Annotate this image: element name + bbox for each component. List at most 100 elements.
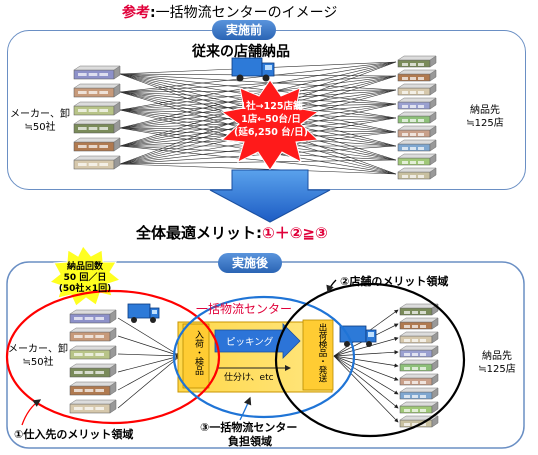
inbound-line (117, 335, 181, 357)
region3-ellipse (172, 295, 356, 419)
after-store-building (399, 401, 439, 414)
badge-line-1: 納品回数 (66, 262, 103, 272)
title-main: 一括物流センターのイメージ (155, 5, 338, 21)
badge-line-2: 50 回／日 (63, 273, 107, 283)
region3-label-2: 負担領域 (228, 435, 272, 448)
title-separator: : (150, 5, 156, 21)
mesh-line (119, 75, 397, 111)
region1-label: ①仕入先のメリット領域 (14, 428, 134, 441)
burst-line-1: 1社→125店舗 (239, 101, 303, 112)
after-supplier-label-2: ≒50社 (22, 357, 54, 368)
after-inbound-truck-icon (127, 303, 160, 323)
after-supplier-building (69, 363, 117, 378)
inbound-label: 入荷・検品 (193, 330, 203, 375)
outbound-line (333, 355, 399, 423)
burst-line-2: 1店←50台/日 (241, 114, 301, 125)
after-store-label-1: 納品先 (482, 351, 512, 362)
before-supplier-building (73, 65, 121, 80)
mesh-line (119, 159, 397, 165)
page-title: 参考:一括物流センターのイメージ (122, 2, 337, 22)
after-store-building (399, 359, 439, 372)
mesh-line (119, 73, 397, 105)
after-store-label: 納品先 ≒125店 (470, 350, 524, 376)
before-supplier-buildings (73, 65, 121, 170)
before-store-building (397, 55, 437, 68)
region2-ellipse (274, 282, 466, 438)
before-burst-text: 1社→125店舗 1店←50台/日 (延6,250 台/日) (226, 100, 316, 139)
after-supplier-building (69, 381, 117, 396)
outbound-line (333, 355, 399, 395)
after-outbound-lines (333, 309, 399, 423)
mesh-line (119, 145, 397, 165)
inbound-line (117, 354, 181, 373)
mesh-line (119, 145, 397, 161)
before-heading: 従来の店舗納品 (192, 44, 290, 60)
big-down-arrow (209, 169, 331, 223)
after-store-building (399, 373, 439, 386)
region1-pointer (21, 399, 42, 426)
before-store-building (397, 125, 437, 138)
inbound-line (117, 355, 181, 409)
before-supplier-building (73, 155, 121, 170)
outbound-label: 出荷検品・発送 (317, 323, 327, 383)
merit-text: 全体最適メリット: (136, 224, 262, 242)
before-supplier-building (73, 101, 121, 116)
outbound-line (333, 355, 399, 409)
after-store-label-2: ≒125店 (478, 364, 516, 375)
region2-label: ②店舗のメリット領域 (340, 275, 449, 288)
after-store-building (399, 331, 439, 344)
burst-line-3: (延6,250 台/日) (233, 127, 308, 138)
after-tab: 実施後 (218, 253, 282, 273)
before-supplier-building (73, 83, 121, 98)
before-store-label: 納品先 ≒125店 (455, 104, 515, 130)
mesh-line (119, 61, 397, 93)
region3-pointer (239, 396, 252, 421)
picking-label: ピッキング (226, 337, 274, 348)
before-supplier-building (73, 119, 121, 134)
inbound-column (182, 323, 210, 389)
before-store-label-2: ≒125店 (466, 118, 504, 129)
before-truck-icon (231, 57, 275, 82)
mesh-line (119, 163, 397, 175)
before-supplier-label-2: ≒50社 (24, 122, 56, 133)
after-store-building (399, 387, 439, 400)
outbound-column (302, 319, 334, 391)
outbound-line (333, 355, 399, 381)
mesh-line (119, 89, 397, 93)
after-store-building (399, 317, 439, 330)
after-store-building (399, 345, 439, 358)
before-store-building (397, 153, 437, 166)
before-store-buildings (397, 55, 437, 180)
mesh-line (119, 73, 397, 91)
mesh-line (119, 61, 397, 129)
mesh-line (119, 61, 397, 111)
region3-label-1: ③一括物流センター (200, 421, 298, 434)
after-supplier-building (69, 345, 117, 360)
inbound-line (117, 353, 181, 358)
merit-line: 全体最適メリット:①＋②≧③ (136, 222, 328, 243)
before-store-building (397, 69, 437, 82)
before-supplier-label: メーカー、卸 ≒50社 (10, 108, 70, 134)
after-supplier-building (69, 399, 117, 414)
before-supplier-building (73, 137, 121, 152)
before-tab: 実施前 (212, 20, 276, 40)
after-badge-text: 納品回数 50 回／日 (50社×1回) (52, 262, 118, 295)
after-supplier-label: メーカー、卸 ≒50社 (8, 343, 68, 369)
inbound-line (117, 355, 181, 391)
outbound-line (333, 336, 399, 357)
after-outbound-truck-icon (339, 325, 377, 347)
after-supplier-buildings (69, 309, 117, 414)
mesh-line (119, 75, 397, 93)
before-store-building (397, 97, 437, 110)
before-store-building (397, 83, 437, 96)
inbound-line (117, 317, 181, 357)
title-prefix: 参考 (122, 5, 150, 21)
before-store-building (397, 111, 437, 124)
sorting-label: 仕分け、etc (224, 373, 274, 383)
center-title: 一括物流センター (196, 302, 293, 316)
before-store-building (397, 167, 437, 180)
before-supplier-label-1: メーカー、卸 (10, 109, 70, 120)
badge-line-3: (50社×1回) (58, 284, 112, 294)
after-inbound-lines (117, 317, 181, 409)
